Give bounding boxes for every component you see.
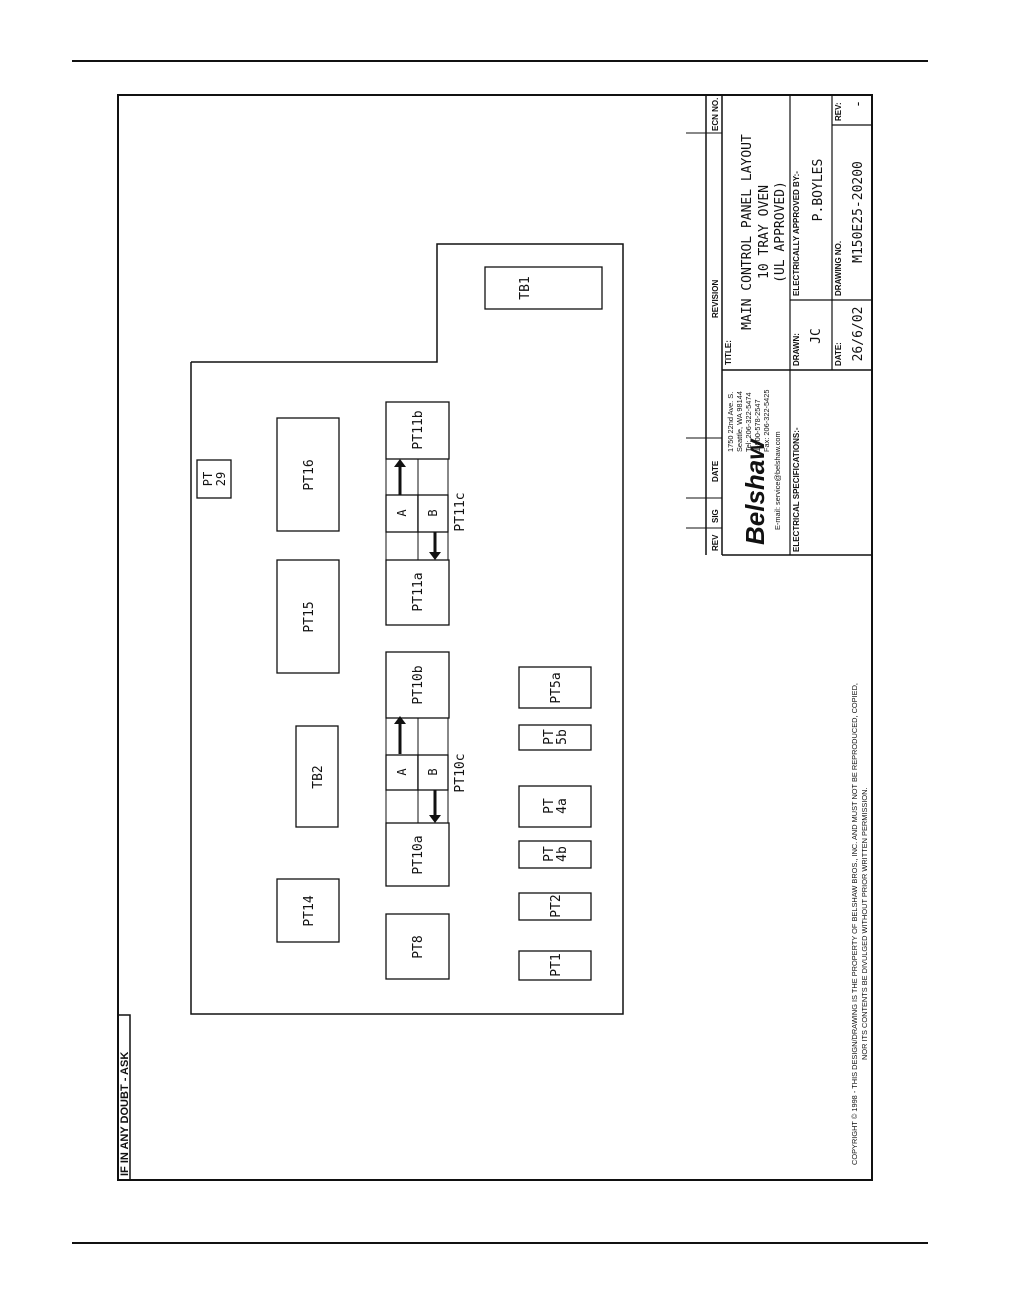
rev-value: -	[851, 100, 866, 108]
pt15-label: PT15	[302, 601, 317, 632]
address-line-2: Seattle, WA 98144	[735, 391, 744, 452]
pt11c-a-label: A	[395, 509, 409, 517]
tollfree-line: 1-800-578-2547	[753, 399, 762, 452]
component-pt16: PT16	[276, 417, 340, 532]
pt10-arrowhead-down	[429, 815, 441, 823]
contactor-pt11: PT11a PT11b A B PT11c	[385, 401, 468, 626]
pt11a-box	[385, 559, 450, 626]
component-pt15: PT15	[276, 559, 340, 674]
revision-col-header: REVISION	[711, 280, 720, 318]
pt16-label: PT16	[302, 459, 317, 490]
top-rule	[72, 60, 928, 62]
tb2-label: TB2	[311, 765, 326, 788]
pt14-label: PT14	[302, 895, 317, 926]
contactor-pt10: PT10a PT10b A B PT10c	[385, 651, 468, 887]
pt10c-contact-a	[385, 754, 419, 791]
phone-line: Tel: 206-322-5474	[744, 392, 753, 452]
email-line: E-mail: service@belshaw.com	[773, 431, 782, 530]
pt4b-label-line2: 4b	[555, 846, 570, 862]
pt10a-box	[385, 822, 450, 887]
doubt-box	[117, 1014, 131, 1181]
ecn-col-header: ECN NO.	[711, 98, 720, 131]
pt10c-a-label: A	[395, 768, 409, 776]
company-logo: Belshaw	[740, 438, 770, 545]
approved-label: ELECTRICALLY APPROVED BY:-	[792, 171, 801, 296]
pt8-label: PT8	[411, 935, 426, 958]
pt4a-label-line2: 4a	[555, 798, 570, 814]
pt10c-b-label: B	[426, 768, 440, 775]
pt11-arrowhead-down	[429, 552, 441, 560]
component-tb2: TB2	[295, 725, 339, 828]
component-pt14: PT14	[276, 878, 340, 943]
component-pt8: PT8	[385, 913, 450, 980]
component-tb1: TB1	[484, 266, 603, 310]
component-pt2: PT2	[518, 892, 592, 921]
pt11c-contact-b	[417, 494, 449, 533]
drawn-value: JC	[809, 328, 824, 344]
component-pt29: PT 29	[196, 459, 232, 499]
component-pt4a: PT 4a	[518, 785, 592, 828]
fax-line: Fax: 206-322-5425	[762, 390, 771, 452]
pt11b-box	[385, 401, 450, 460]
tb1-label: TB1	[518, 276, 533, 299]
component-pt4b: PT 4b	[518, 840, 592, 869]
pt29-label-line2: 29	[214, 472, 228, 486]
component-pt5b: PT 5b	[518, 724, 592, 751]
title-line-2: 10 TRAY OVEN	[757, 185, 772, 279]
title-label: TITLE:	[724, 340, 733, 365]
pt11a-label: PT11a	[411, 572, 426, 611]
rev-col-header: REV	[711, 534, 720, 551]
pt10c-contact-b	[417, 754, 449, 791]
date-value: 26/6/02	[851, 307, 866, 362]
pt10b-label: PT10b	[411, 665, 426, 704]
component-pt5a: PT5a	[518, 666, 592, 709]
approved-value: P.BOYLES	[811, 159, 826, 222]
pt2-label: PT2	[549, 894, 564, 917]
title-block: REV SIG DATE REVISION ECN NO. Belshaw 17…	[686, 95, 872, 556]
title-line-3: (UL APPROVED)	[773, 181, 788, 283]
bottom-rule	[72, 1242, 928, 1244]
drawing-no-value: M150E25-20200	[851, 161, 866, 263]
copyright-line-2: NOR ITS CONTENTS BE DIVULGED WITHOUT PRI…	[860, 787, 869, 1060]
drawing-no-label: DRAWING NO.	[834, 241, 843, 296]
pt5b-label-line2: 5b	[555, 729, 570, 745]
drawn-label: DRAWN:	[792, 333, 801, 366]
pt1-label: PT1	[549, 953, 564, 976]
doubt-text: IF IN ANY DOUBT - ASK	[119, 1052, 131, 1176]
title-line-1: MAIN CONTROL PANEL LAYOUT	[740, 134, 755, 330]
pt5b-label-line1: PT	[542, 729, 557, 745]
pt11c-b-label: B	[426, 509, 440, 516]
panel-outline	[190, 243, 624, 1015]
pt4b-label-line1: PT	[542, 846, 557, 862]
address-line-1: 1750 22nd Ave. S.	[726, 392, 735, 452]
rev-label: REV:	[834, 102, 843, 121]
pt11b-label: PT11b	[411, 410, 426, 449]
pt11c-contact-a	[385, 494, 419, 533]
pt10-arrowhead-up	[394, 716, 406, 724]
pt11-arrowhead-up	[394, 459, 406, 467]
date-label: DATE:	[834, 342, 843, 366]
pt10b-box	[385, 651, 450, 719]
copyright-line-1: COPYRIGHT © 1998 - THIS DESIGN/DRAWING I…	[850, 683, 859, 1165]
date-col-header: DATE	[711, 460, 720, 482]
sig-col-header: SIG	[711, 509, 720, 523]
pt4a-label-line1: PT	[542, 798, 557, 814]
pt10a-label: PT10a	[411, 835, 426, 874]
pt11c-label: PT11c	[453, 492, 468, 531]
pt10c-label: PT10c	[453, 753, 468, 792]
pt29-label-line1: PT	[201, 472, 215, 486]
component-pt1: PT1	[518, 950, 592, 981]
elec-spec-label: ELECTRICAL SPECIFICATIONS:-	[792, 427, 801, 552]
pt5a-label: PT5a	[549, 672, 564, 703]
drawing-frame	[117, 94, 873, 1181]
